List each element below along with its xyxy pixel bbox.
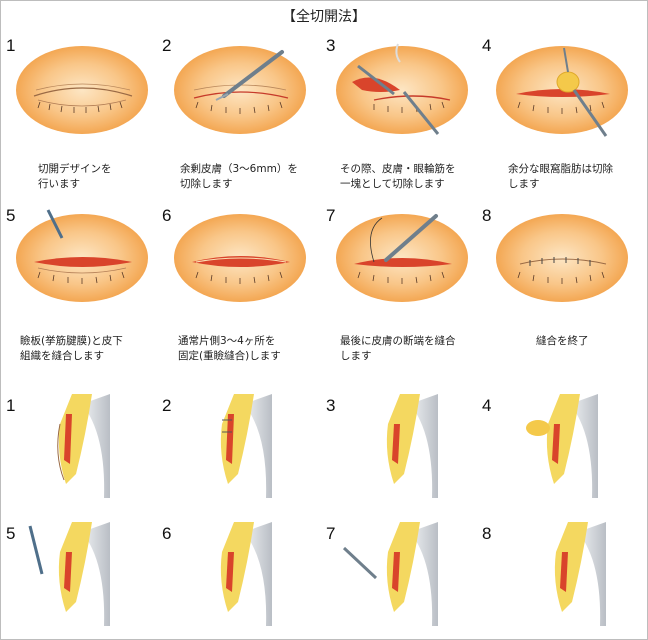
step-5-eye-illustration: [16, 209, 148, 302]
section-6-illustration: [220, 522, 272, 626]
section-2-number: 2: [162, 396, 172, 415]
step-8-eye-illustration: [496, 214, 628, 302]
section-7-illustration: [342, 522, 438, 626]
step-4-eye-illustration: [496, 46, 628, 137]
section-7-number: 7: [326, 524, 336, 543]
step-5-caption: 瞼板(挙筋腱膜)と皮下 組織を縫合します: [20, 335, 123, 362]
step-7-number: 7: [326, 206, 336, 225]
step-1-eye-illustration: [16, 46, 148, 134]
step-1-number: 1: [6, 36, 16, 55]
step-6-caption: 通常片側3〜4ヶ所を 固定(重瞼縫合)します: [178, 335, 281, 362]
section-3-number: 3: [326, 396, 336, 415]
section-3-illustration: [386, 394, 438, 498]
step-4-caption: 余分な眼窩脂肪は切除 します: [508, 163, 613, 190]
step-2-eye-illustration: [174, 46, 306, 134]
step-5-number: 5: [6, 206, 16, 225]
step-6-eye-illustration: [174, 214, 306, 302]
step-3-number: 3: [326, 36, 336, 55]
step-2-number: 2: [162, 36, 172, 55]
step-8-caption: 縫合を終了: [536, 335, 589, 347]
section-1-number: 1: [6, 396, 16, 415]
diagram-title: 【全切開法】: [282, 9, 366, 25]
step-7-caption: 最後に皮膚の断端を縫合 します: [340, 335, 456, 362]
section-1-illustration: [57, 394, 110, 498]
section-2-illustration: [220, 394, 272, 498]
step-4-number: 4: [482, 36, 492, 55]
section-5-illustration: [28, 522, 110, 626]
section-8-illustration: [554, 522, 606, 626]
section-4-number: 4: [482, 396, 492, 415]
section-5-number: 5: [6, 524, 16, 543]
step-8-number: 8: [482, 206, 492, 225]
step-3-eye-illustration: [336, 43, 468, 135]
section-4-illustration: [526, 394, 598, 498]
section-6-number: 6: [162, 524, 172, 543]
step-3-caption: その際、皮膚・眼輪筋を 一塊として切除します: [340, 163, 456, 190]
step-6-number: 6: [162, 206, 172, 225]
step-2-caption: 余剰皮膚（3〜6mm）を 切除します: [180, 163, 298, 190]
section-8-number: 8: [482, 524, 492, 543]
step-1-caption: 切開デザインを 行います: [38, 163, 112, 190]
step-7-eye-illustration: [336, 214, 468, 302]
